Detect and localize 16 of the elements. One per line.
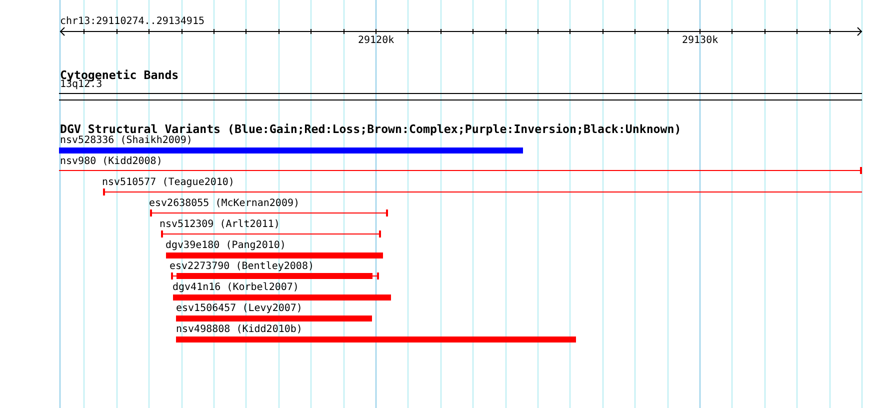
variant-label: esv1506457 (Levy2007)	[176, 304, 302, 314]
coordinate-label: chr13:29110274..29134915	[60, 17, 204, 27]
track-title: DGV Structural Variants (Blue:Gain;Red:Loss;Brown:Complex;Purple:Inversion;Black:Unknown)	[60, 122, 682, 134]
track-title: Cytogenetic Bands	[60, 68, 179, 80]
variant-label: nsv510577 (Teague2010)	[102, 178, 234, 188]
variant-label: dgv39e180 (Pang2010)	[166, 240, 286, 250]
variant-label: esv2273790 (Bentley2008)	[170, 262, 314, 272]
variant-label: nsv980 (Kidd2008)	[60, 156, 162, 166]
variant-label: nsv528336 (Shaikh2009)	[60, 136, 192, 146]
variant-label: nsv512309 (Arlt2011)	[160, 220, 280, 230]
variant-label: nsv498808 (Kidd2010b)	[176, 324, 302, 334]
variant-label: esv2638055 (McKernan2009)	[149, 198, 300, 208]
tick-label: 29120k	[358, 36, 394, 46]
variant-label: dgv41n16 (Korbel2007)	[172, 282, 299, 292]
band-label: 13q12.3	[60, 80, 102, 90]
tick-label: 29130k	[682, 36, 718, 46]
